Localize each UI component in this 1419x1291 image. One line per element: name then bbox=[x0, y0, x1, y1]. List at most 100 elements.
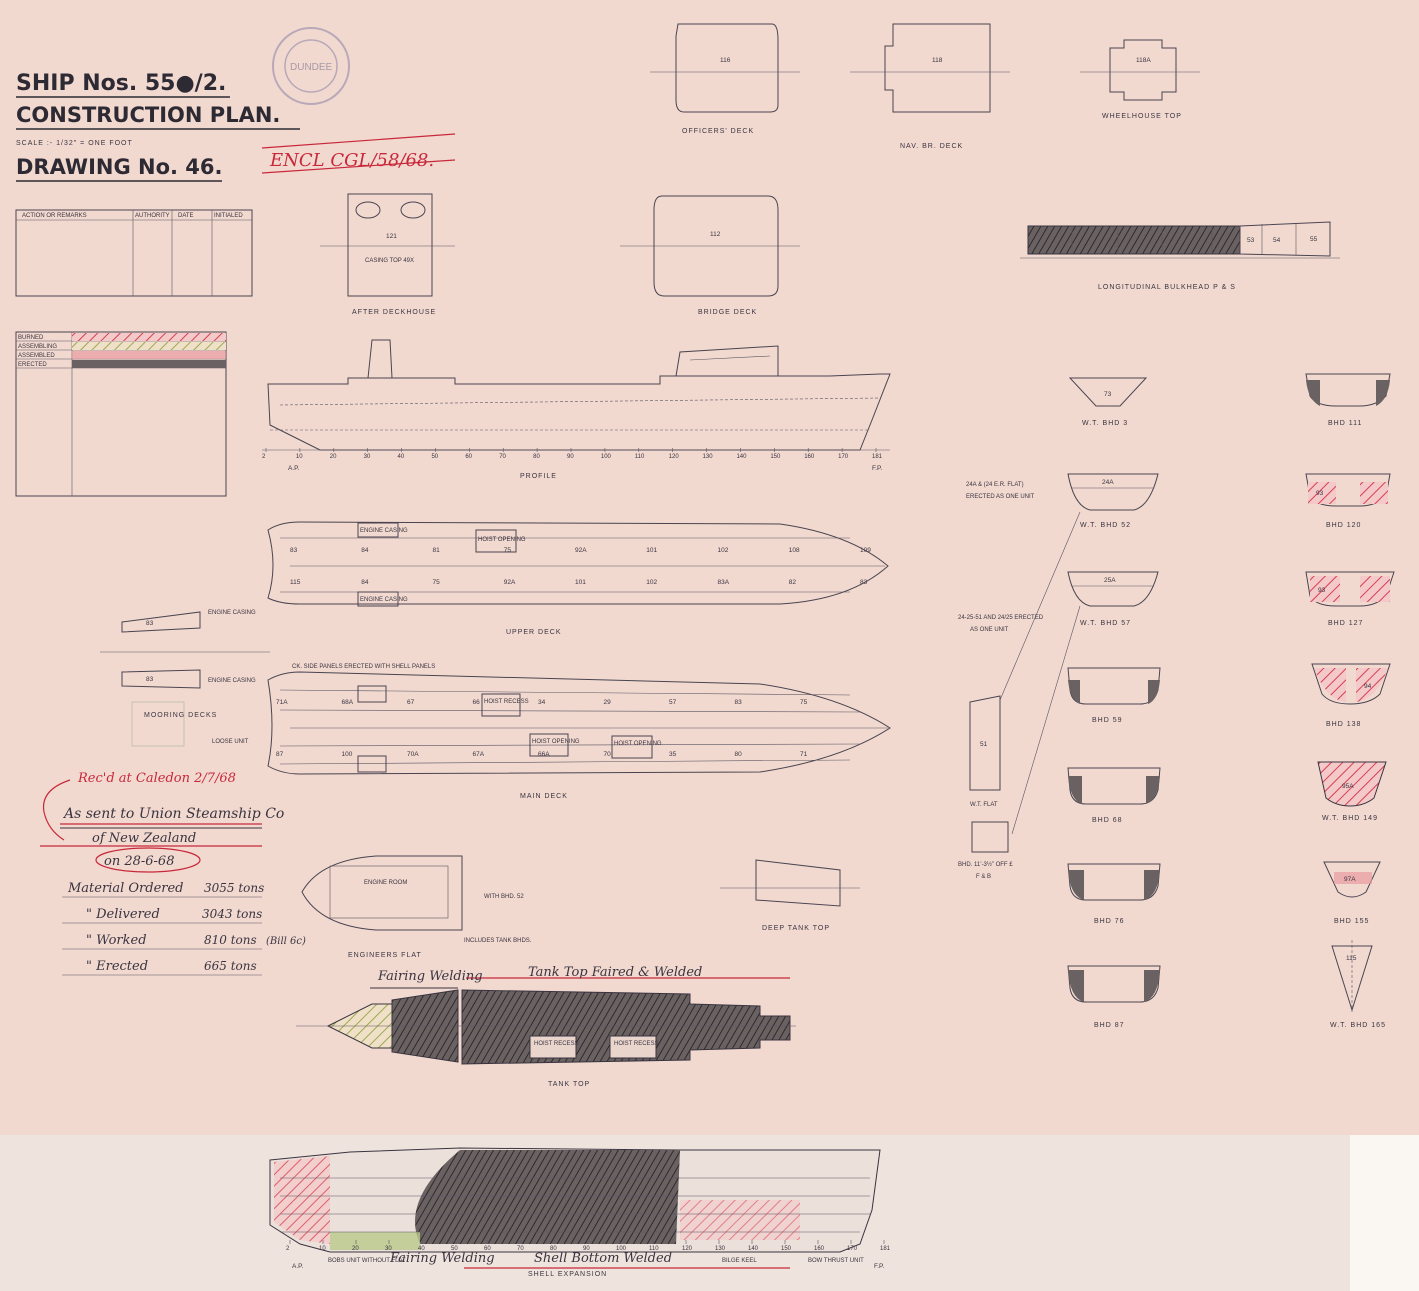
nav-bridge-label: NAV. BR. DECK bbox=[900, 143, 963, 150]
bhd-76-label: BHD 76 bbox=[1094, 918, 1125, 925]
wheelhouse-label: WHEELHOUSE TOP bbox=[1102, 113, 1182, 120]
shell-fairing-welding: Fairing Welding bbox=[389, 1251, 495, 1266]
deck-unit-number: 70 bbox=[604, 751, 612, 758]
bulkhead-sections-right: BHD 111 93 BHD 120 93 BHD 127 94 BHD 138… bbox=[1305, 373, 1395, 1029]
remarks-header-authority: AUTHORITY bbox=[135, 213, 170, 219]
nav-bridge-deck-plan: 118 NAV. BR. DECK bbox=[850, 23, 1010, 150]
deck-unit-number: 68A bbox=[342, 699, 354, 706]
profile-ticks-label: 100 bbox=[601, 454, 612, 460]
profile-ticks-label: 150 bbox=[770, 454, 781, 460]
deck-unit-number: 84 bbox=[361, 579, 369, 586]
after-deckhouse-plan: 121 CASING TOP 49X AFTER DECKHOUSE bbox=[320, 193, 455, 316]
bhd-155-label: BHD 155 bbox=[1334, 918, 1369, 925]
main-hoist-opening-2: HOIST OPENING bbox=[614, 741, 662, 747]
deck-unit-number: 57 bbox=[669, 699, 677, 706]
shell-ticks-label: 50 bbox=[451, 1246, 458, 1252]
profile-ticks-label: 20 bbox=[330, 454, 337, 460]
deck-unit-number: 71A bbox=[276, 699, 288, 706]
profile-ticks-label: 170 bbox=[838, 454, 849, 460]
deck-unit-number: 100 bbox=[342, 751, 353, 758]
sent-line-1: As sent to Union Steamship Co bbox=[62, 806, 284, 822]
shell-ticks-label: 150 bbox=[781, 1246, 792, 1252]
upper-deck-plan: ENGINE CASING ENGINE CASING HOIST OPENIN… bbox=[267, 521, 889, 636]
mooring-engine-casing-1: ENGINE CASING bbox=[208, 610, 256, 616]
engine-room-label: ENGINE ROOM bbox=[364, 880, 407, 886]
tank-hoist-recess-1: HOIST RECESS bbox=[534, 1041, 579, 1047]
profile-ticks-label: 40 bbox=[398, 454, 405, 460]
sent-line-3: on 28-6-68 bbox=[104, 854, 174, 869]
stamp-text: DUNDEE bbox=[290, 62, 333, 73]
wt-bhd-149-unit: 95A bbox=[1342, 783, 1354, 790]
legend-burned: BURNED bbox=[18, 335, 44, 341]
upper-engine-casing-top: ENGINE CASING bbox=[360, 528, 408, 534]
deck-unit-number: 87 bbox=[276, 751, 284, 758]
profile-ticks-label: 160 bbox=[804, 454, 815, 460]
mooring-unit-83: 83 bbox=[146, 620, 154, 627]
note-24a-1: 24A & (24 E.R. FLAT) bbox=[966, 482, 1024, 488]
profile-ticks-label: 181 bbox=[872, 454, 883, 460]
wt-flat-label: W.T. FLAT bbox=[970, 802, 998, 808]
shell-ticks-label: 140 bbox=[748, 1246, 759, 1252]
remarks-header-initialed: INITIALED bbox=[214, 213, 243, 219]
deck-unit-number: 70A bbox=[407, 751, 419, 758]
mooring-decks-label: MOORING DECKS bbox=[144, 712, 217, 719]
note-24a-2: ERECTED AS ONE UNIT bbox=[966, 494, 1035, 500]
long-bhd-unit-53: 53 bbox=[1247, 237, 1255, 244]
note-24-25-2: AS ONE UNIT bbox=[970, 627, 1009, 633]
bhd-127-label: BHD 127 bbox=[1328, 620, 1363, 627]
shell-ticks-label: 2 bbox=[286, 1246, 290, 1252]
mooring-unit-83b: 83 bbox=[146, 676, 154, 683]
bhd-59-label: BHD 59 bbox=[1092, 717, 1123, 724]
wheelhouse-top-plan: 118A WHEELHOUSE TOP bbox=[1080, 39, 1200, 120]
plan-title: CONSTRUCTION PLAN. bbox=[16, 103, 280, 127]
deck-unit-number: 82 bbox=[789, 579, 797, 586]
tank-top-plan: HOIST RECESS HOIST RECESS Fairing Weldin… bbox=[296, 965, 796, 1088]
ck-side-panels-note: CK. SIDE PANELS ERECTED WITH SHELL PANEL… bbox=[292, 664, 435, 670]
material-erected-label: " Erected bbox=[86, 959, 148, 974]
profile-ticks-label: 80 bbox=[533, 454, 540, 460]
long-bhd-label: LONGITUDINAL BULKHEAD P & S bbox=[1098, 284, 1236, 291]
fairing-welding-note: Fairing Welding bbox=[377, 969, 483, 984]
tank-hoist-recess-2: HOIST RECESS bbox=[614, 1041, 659, 1047]
deck-unit-number: 80 bbox=[735, 751, 743, 758]
wt-bhd-149-label: W.T. BHD 149 bbox=[1322, 815, 1378, 822]
main-hoist-opening-1: HOIST OPENING bbox=[532, 739, 580, 745]
deck-unit-number: 66A bbox=[538, 751, 550, 758]
drawing-number: DRAWING No. 46. bbox=[16, 155, 223, 179]
material-ordered-value: 3055 tons bbox=[204, 881, 264, 895]
upper-deck-label: UPPER DECK bbox=[506, 629, 562, 636]
sent-line-2: of New Zealand bbox=[92, 831, 196, 846]
delivery-notes: Rec'd at Caledon 2/7/68 As sent to Union… bbox=[40, 771, 306, 976]
margin-annotation bbox=[131, 701, 185, 747]
engineers-flat-label: ENGINEERS FLAT bbox=[348, 952, 422, 959]
profile-ticks-label: 130 bbox=[703, 454, 714, 460]
material-worked-value: 810 tons bbox=[204, 933, 257, 947]
profile-ticks-label: 50 bbox=[431, 454, 438, 460]
wt-bhd-57-unit: 25A bbox=[1104, 577, 1116, 584]
wt-bhd-3-unit: 73 bbox=[1104, 391, 1112, 398]
deck-unit-number: 109 bbox=[860, 547, 871, 554]
deck-unit-number: 81 bbox=[433, 547, 441, 554]
received-note: Rec'd at Caledon 2/7/68 bbox=[77, 771, 236, 786]
wt-flat-unit: 51 bbox=[980, 741, 988, 748]
deck-unit-number: 115 bbox=[290, 579, 301, 586]
with-bhd-note: WITH BHD. 52 bbox=[484, 894, 524, 900]
deck-unit-number: 83 bbox=[290, 547, 298, 554]
bhd-138-label: BHD 138 bbox=[1326, 721, 1361, 728]
mooring-decks: 83 ENGINE CASING 83 ENGINE CASING MOORIN… bbox=[100, 610, 270, 719]
shell-fp: F.P. bbox=[874, 1263, 885, 1270]
scale-note: SCALE :- 1/32" = ONE FOOT bbox=[16, 140, 133, 147]
shell-ticks-label: 120 bbox=[682, 1246, 693, 1252]
deck-unit-number: 102 bbox=[646, 579, 657, 586]
upper-hoist-opening: HOIST OPENING bbox=[478, 537, 526, 543]
profile-label: PROFILE bbox=[520, 473, 557, 480]
bhd-120-unit: 93 bbox=[1316, 490, 1324, 497]
remarks-table: ACTION OR REMARKS AUTHORITY DATE INITIAL… bbox=[15, 209, 253, 297]
profile-ticks-label: 30 bbox=[364, 454, 371, 460]
remarks-header-action: ACTION OR REMARKS bbox=[22, 213, 87, 219]
wt-bhd-57-label: W.T. BHD 57 bbox=[1080, 620, 1131, 627]
